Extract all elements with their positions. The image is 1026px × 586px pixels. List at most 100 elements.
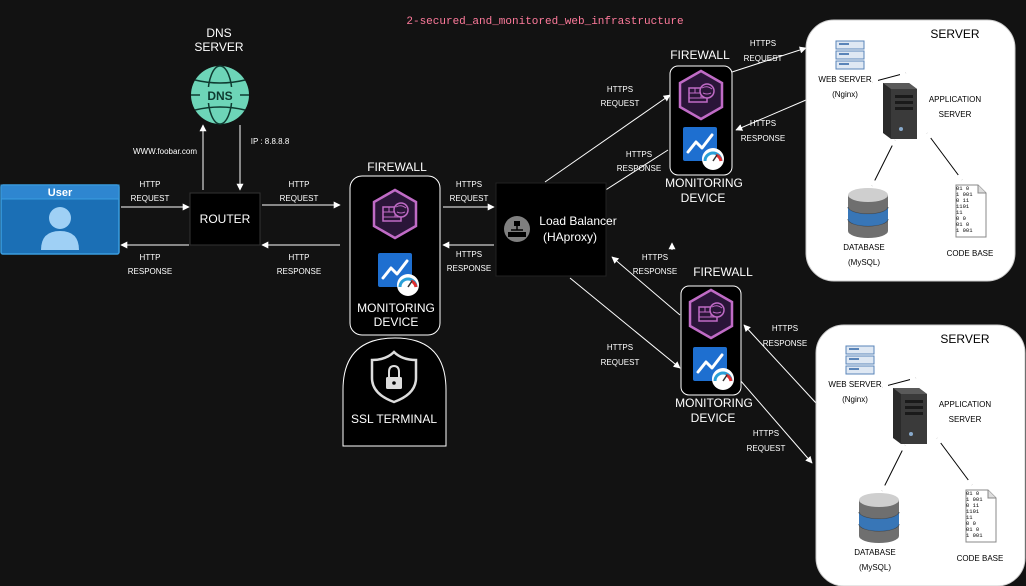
edge-lb-top-firewall (544, 94, 671, 183)
dns-label-line1: DNS (206, 26, 231, 40)
user-node[interactable]: User (0, 184, 120, 255)
database-icon (847, 187, 889, 239)
ssl-terminal-label: SSL TERMINAL (351, 412, 437, 426)
code-line: 0 0 (956, 215, 966, 222)
globe-icon: DNS (191, 65, 249, 125)
app-server-label-line2: SERVER (939, 110, 972, 119)
edge-web-app (881, 376, 917, 389)
web-server-label: WEB SERVER (818, 75, 871, 84)
mysql-label: (MySQL) (859, 563, 891, 572)
label-request: REQUEST (601, 99, 640, 108)
firewall-node-top[interactable]: FIREWALL MONITORING DEVICE (665, 48, 743, 205)
dns-server-node[interactable]: DNS SERVER DNS (191, 26, 249, 125)
code-line: 0 0 (966, 520, 976, 527)
code-line: 1101 (966, 508, 980, 515)
edge-app-code (936, 437, 973, 486)
firewall-node-main[interactable]: FIREWALL MONITORING DEVICE (349, 160, 441, 336)
code-line: 11 (966, 514, 973, 521)
label-request: REQUEST (131, 194, 170, 203)
code-lines: 01 0 1 001 0 11 1101 11 0 0 01 0 1 001 (966, 490, 983, 539)
code-line: 1 001 (956, 227, 973, 234)
firewall-node-bottom[interactable]: FIREWALL MONITORING DEVICE (675, 265, 753, 425)
database-label: DATABASE (854, 548, 896, 557)
label-response: RESPONSE (128, 267, 172, 276)
edge-bottom-firewall-lb (611, 256, 681, 316)
label-request: REQUEST (450, 194, 489, 203)
label-https: HTTPS (607, 85, 633, 94)
dns-domain: WWW.foobar.com (133, 147, 197, 156)
code-line: 1101 (956, 203, 970, 210)
edge-web-app (871, 71, 907, 84)
firewall-label: FIREWALL (693, 265, 753, 279)
application-server-icon (893, 388, 927, 444)
load-balancer-node[interactable]: Load Balancer (HAproxy) (495, 182, 617, 277)
app-server-label-line1: APPLICATION (929, 95, 982, 104)
firewall-label: FIREWALL (367, 160, 427, 174)
ssl-terminal-node[interactable]: SSL TERMINAL (342, 337, 447, 447)
label-response: RESPONSE (741, 134, 785, 143)
edge-lb-bottom-firewall (569, 277, 681, 369)
server-node-top[interactable]: SERVER WEB SERVER (Nginx) APPLICATION SE… (805, 19, 1016, 282)
code-line: 1 001 (966, 496, 983, 503)
label-https: HTTPS (753, 429, 779, 438)
dns-icon-text: DNS (207, 89, 232, 103)
database-icon (858, 492, 900, 544)
firewall-icon (678, 69, 724, 121)
label-https: HTTPS (626, 150, 652, 159)
code-line: 0 11 (956, 197, 970, 204)
code-line: 01 0 (956, 221, 969, 228)
web-server-icon (845, 345, 875, 375)
server-node-bottom[interactable]: SERVER WEB SERVER (Nginx) APPLICATION SE… (815, 324, 1026, 586)
monitoring-label-line1: MONITORING (357, 301, 435, 315)
nginx-label: (Nginx) (832, 90, 858, 99)
application-server-icon (883, 83, 917, 139)
router-label: ROUTER (200, 212, 251, 226)
database-label: DATABASE (843, 243, 885, 252)
firewall-label: FIREWALL (670, 48, 730, 62)
router-node[interactable]: ROUTER (189, 192, 261, 246)
edge-labels: HTTP REQUEST HTTP RESPONSE WWW.foobar.co… (128, 39, 807, 453)
label-https: HTTPS (642, 253, 668, 262)
label-request: REQUEST (601, 358, 640, 367)
edge-app-code (926, 132, 963, 181)
label-http: HTTP (140, 253, 161, 262)
label-response: RESPONSE (277, 267, 321, 276)
label-http: HTTP (289, 253, 310, 262)
monitoring-label-line2: DEVICE (691, 411, 736, 425)
code-line: 1 001 (956, 191, 973, 198)
monitoring-label-line1: MONITORING (675, 396, 753, 410)
shield-lock-icon (370, 350, 418, 404)
lb-label-line2: (HAproxy) (543, 230, 597, 244)
firewall-icon (688, 288, 734, 340)
diagram-title: 2-secured_and_monitored_web_infrastructu… (406, 16, 683, 28)
label-request: REQUEST (280, 194, 319, 203)
mysql-label: (MySQL) (848, 258, 880, 267)
edge-top-server-monitor (735, 99, 807, 131)
label-request: REQUEST (747, 444, 786, 453)
firewall-icon (372, 188, 418, 240)
label-https: HTTPS (772, 324, 798, 333)
code-line: 0 11 (966, 502, 980, 509)
label-response: RESPONSE (763, 339, 807, 348)
nginx-label: (Nginx) (842, 395, 868, 404)
label-response: RESPONSE (447, 264, 491, 273)
label-http: HTTP (140, 180, 161, 189)
app-server-label-line1: APPLICATION (939, 400, 992, 409)
label-response: RESPONSE (633, 267, 677, 276)
code-line: 01 0 (966, 490, 979, 497)
code-base-label: CODE BASE (957, 554, 1004, 563)
user-icon (41, 207, 79, 250)
load-balancer-icon (504, 216, 530, 242)
lb-label-line1: Load Balancer (539, 214, 616, 228)
edge-bottom-server-firewall (743, 324, 817, 404)
server-title: SERVER (940, 332, 989, 346)
web-server-label: WEB SERVER (828, 380, 881, 389)
monitoring-label-line1: MONITORING (665, 176, 743, 190)
code-line: 11 (956, 209, 963, 216)
edge-app-db (871, 139, 896, 187)
label-request: REQUEST (744, 54, 783, 63)
dns-ip: IP : 8.8.8.8 (251, 137, 290, 146)
web-server-icon (835, 40, 865, 70)
code-line: 1 001 (966, 532, 983, 539)
code-lines: 01 0 1 001 0 11 1101 11 0 0 01 0 1 001 (956, 185, 973, 234)
